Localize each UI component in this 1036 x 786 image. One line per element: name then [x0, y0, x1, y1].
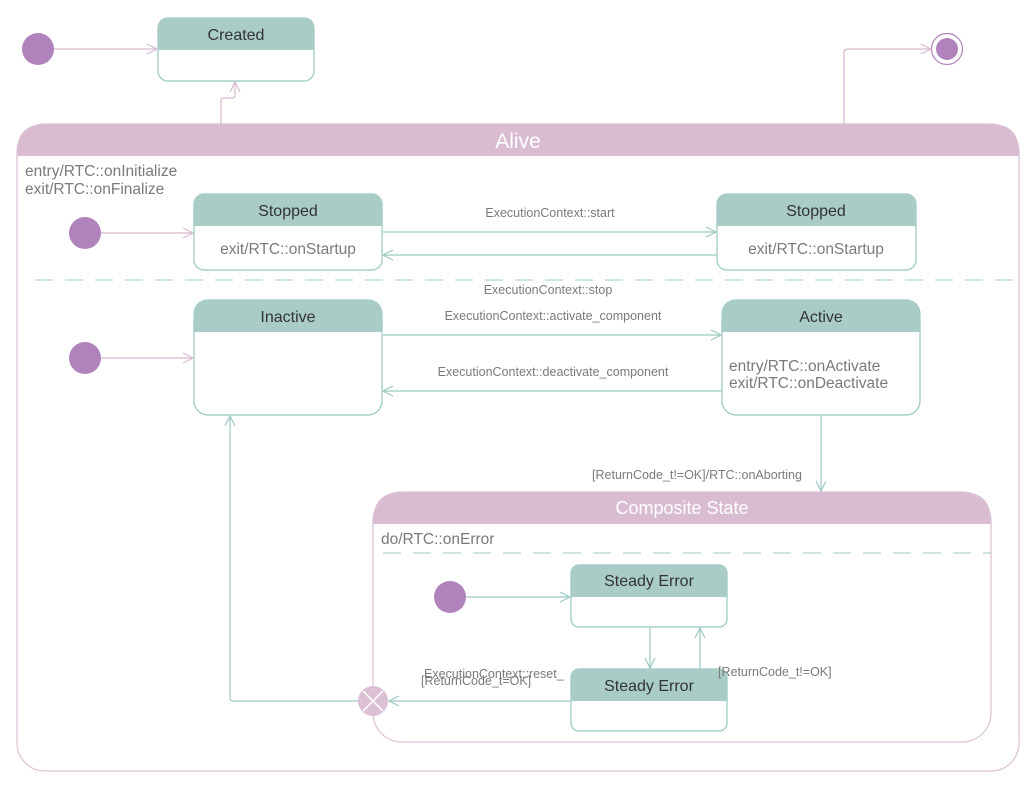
active-header [722, 300, 920, 332]
alive-exit-action: exit/RTC::onFinalize [25, 181, 164, 198]
steady-error-bottom-header [571, 669, 727, 701]
stopped-right-title: Stopped [786, 203, 846, 220]
created-title: Created [208, 27, 265, 44]
final-node[interactable] [930, 32, 964, 66]
composite-do-action: do/RTC::onError [381, 531, 494, 548]
stopped-left-title: Stopped [258, 203, 318, 220]
composite-state[interactable]: Composite State do/RTC::onError [372, 491, 992, 743]
alive-entry-action: entry/RTC::onInitialize [25, 163, 177, 180]
steady-error-bottom-state[interactable]: Steady Error [570, 668, 728, 732]
steady-error-bottom-title: Steady Error [604, 678, 694, 695]
composite-header [373, 492, 991, 524]
alive-state[interactable]: Alive entry/RTC::onInitialize exit/RTC::… [16, 123, 1020, 772]
alive-title: Alive [495, 130, 541, 153]
alive-header [17, 124, 1019, 156]
label-returncode-ok: [ReturnCode_t=OK] [421, 674, 531, 688]
stopped-left-header [194, 194, 382, 226]
label-aborting: [ReturnCode_t!=OK]/RTC::onAborting [592, 468, 802, 482]
initial-node-inactive[interactable] [69, 342, 101, 374]
active-title: Active [799, 309, 843, 326]
active-entry-action: entry/RTC::onActivate [729, 358, 880, 375]
initial-node-steady-error[interactable] [434, 581, 466, 613]
label-stop: ExecutionContext::stop [484, 283, 613, 297]
steady-error-top-header [571, 565, 727, 597]
label-reset: ExecutionContext::reset_ [424, 667, 565, 681]
active-exit-action: exit/RTC::onDeactivate [729, 375, 888, 392]
transition-alive-to-created[interactable] [220, 82, 235, 124]
stopped-left-exit-action: exit/RTC::onStartup [220, 241, 356, 258]
inactive-state[interactable]: Inactive [193, 299, 383, 416]
created-state[interactable]: Created [157, 17, 315, 82]
transition-terminate-to-inactive[interactable] [230, 416, 358, 702]
label-returncode-not-ok: [ReturnCode_t!=OK] [718, 665, 832, 679]
terminate-node[interactable] [358, 686, 388, 716]
active-state[interactable]: Active entry/RTC::onActivate exit/RTC::o… [721, 299, 921, 416]
composite-title: Composite State [615, 498, 748, 518]
created-header [158, 18, 314, 50]
inactive-header [194, 300, 382, 332]
stopped-right-state[interactable]: Stopped exit/RTC::onStartup [716, 193, 917, 271]
stopped-right-header [717, 194, 916, 226]
inactive-title: Inactive [260, 309, 315, 326]
composite-border [372, 491, 992, 743]
label-activate: ExecutionContext::activate_component [445, 309, 662, 323]
transition-alive-to-final[interactable] [843, 49, 931, 124]
label-start: ExecutionContext::start [485, 206, 615, 220]
alive-border [16, 123, 1020, 772]
initial-node-top[interactable] [22, 33, 54, 65]
steady-error-top-title: Steady Error [604, 573, 694, 590]
label-deactivate: ExecutionContext::deactivate_component [438, 365, 669, 379]
stopped-left-state[interactable]: Stopped exit/RTC::onStartup [193, 193, 383, 271]
steady-error-top-state[interactable]: Steady Error [570, 564, 728, 628]
stopped-right-exit-action: exit/RTC::onStartup [748, 241, 884, 258]
initial-node-stopped[interactable] [69, 217, 101, 249]
